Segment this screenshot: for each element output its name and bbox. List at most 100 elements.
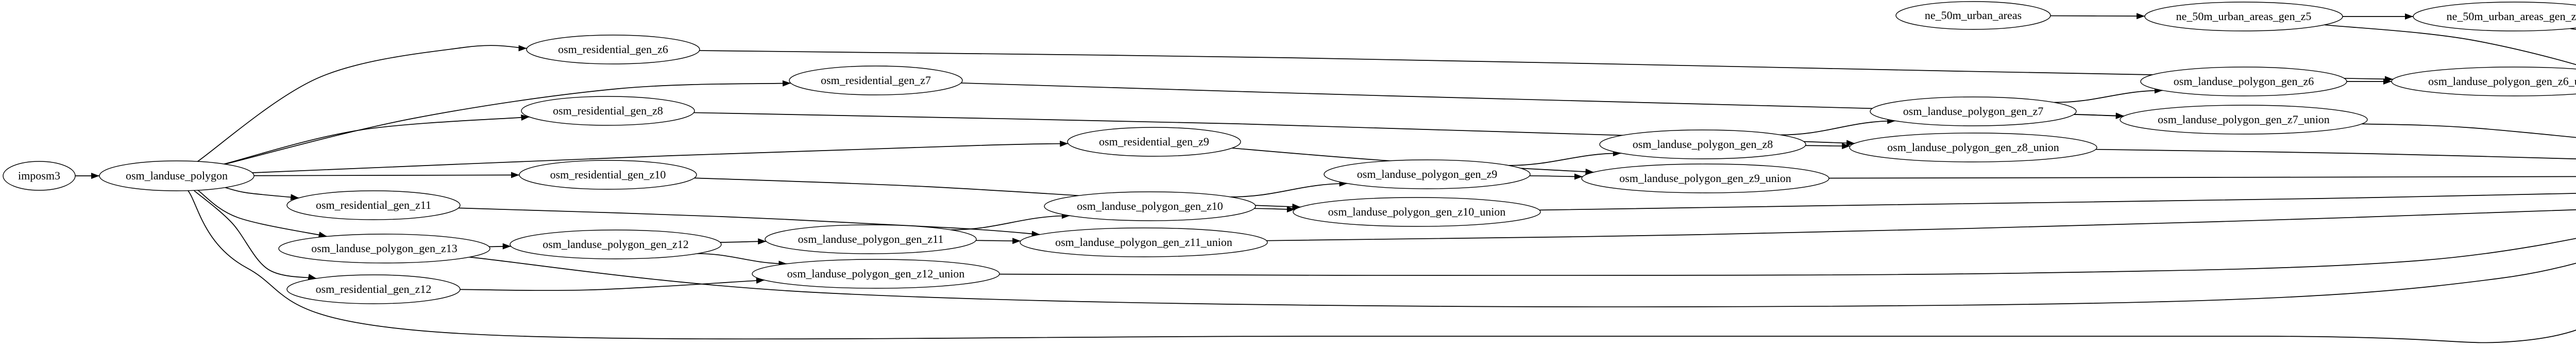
edge-osm_landuse_polygon_gen_z10-to-osm_landuse_polygon_gen_z9	[1230, 183, 1348, 198]
edge-osm_landuse_polygon_gen_z10_union-to-layer-z10	[1539, 193, 2576, 211]
node-label: osm_residential_gen_z12	[316, 283, 432, 295]
node-ellipse	[526, 35, 700, 64]
node-osm-landuse-polygon-gen-z9: osm_landuse_polygon_gen_z9	[1324, 159, 1531, 189]
edge-osm_landuse_polygon-to-osm_landuse_polygon_gen_z13	[197, 190, 327, 237]
node-label: osm_residential_gen_z6	[558, 43, 668, 56]
edge-osm_landuse_polygon_gen_z13-to-osm_landuse_polygon_gen_z12-arrowhead	[502, 243, 511, 250]
node-ellipse	[286, 190, 461, 220]
edge-ne_50m_urban_areas_gen_z5-to-layer-z5	[2324, 24, 2576, 65]
node-ellipse	[1293, 197, 1541, 227]
edge-osm_landuse_polygon_gen_z8-to-osm_landuse_polygon_gen_z7	[1780, 120, 1896, 136]
edge-osm_landuse_polygon_gen_z10-to-osm_landuse_polygon_gen_z10_union-arrowhead	[1286, 206, 1295, 212]
edge-osm_landuse_polygon_gen_z7_union-to-layer-z7	[2362, 123, 2576, 138]
node-ellipse	[1849, 133, 2097, 162]
node-ellipse	[286, 274, 461, 304]
edge-osm_residential_gen_z9-to-osm_landuse_polygon_gen_z9_union-arrowhead	[1585, 169, 1594, 175]
edge-osm_landuse_polygon_gen_z9_union-to-layer-z9	[1828, 176, 2576, 179]
node-label: ne_50m_urban_areas_gen_z4	[2447, 10, 2576, 23]
node-ellipse	[1895, 1, 2051, 30]
edge-osm_landuse_polygon_gen_z7-to-osm_landuse_polygon_gen_z6	[2054, 90, 2163, 103]
node-osm-residential-gen-z10: osm_residential_gen_z10	[519, 160, 697, 190]
node-label: osm_residential_gen_z8	[553, 104, 663, 117]
edge-osm_landuse_polygon-to-osm_residential_gen_z10-arrowhead	[511, 172, 520, 178]
node-ellipse	[2391, 67, 2576, 96]
node-osm-residential-gen-z12: osm_residential_gen_z12	[286, 274, 461, 304]
edge-osm_landuse_polygon-to-osm_residential_gen_z9	[252, 143, 1069, 173]
node-ellipse	[1044, 191, 1256, 221]
node-ellipse	[1581, 163, 1829, 193]
edge-osm_landuse_polygon-to-osm_residential_gen_z6	[197, 45, 527, 162]
edge-osm_residential_gen_z10-to-osm_landuse_polygon_gen_z10_union-arrowhead	[1292, 203, 1301, 210]
node-ne-50m-urban-areas-gen-z4: ne_50m_urban_areas_gen_z4	[2413, 2, 2576, 31]
node-osm-landuse-polygon-gen-z7: osm_landuse_polygon_gen_z7	[1870, 96, 2077, 126]
edge-osm_landuse_polygon_gen_z12_union-to-layer-z12	[999, 238, 2576, 276]
edge-osm_landuse_polygon_gen_z11-to-osm_landuse_polygon_gen_z10	[951, 215, 1070, 231]
node-osm-landuse-polygon-gen-z9-union: osm_landuse_polygon_gen_z9_union	[1581, 163, 1829, 193]
node-ellipse	[765, 224, 977, 254]
node-label: ne_50m_urban_areas	[1925, 9, 2022, 22]
edge-osm_landuse_polygon_gen_z13-to-layer-z13	[469, 256, 2576, 307]
node-ellipse	[278, 234, 490, 264]
edge-osm_landuse_polygon_gen_z9-to-osm_landuse_polygon_gen_z8	[1509, 153, 1621, 166]
node-osm-residential-gen-z8: osm_residential_gen_z8	[521, 96, 695, 126]
edge-osm_landuse_polygon-to-osm_residential_gen_z11	[225, 187, 299, 199]
edge-osm_landuse_polygon-to-osm_residential_gen_z7-arrowhead	[782, 80, 791, 87]
node-label: osm_residential_gen_z11	[316, 199, 431, 211]
edge-osm_landuse_polygon-to-layer-z14+	[188, 190, 2576, 343]
edge-osm_landuse_polygon-to-osm_residential_gen_z12	[193, 190, 317, 279]
node-ellipse	[519, 160, 697, 190]
node-label: osm_landuse_polygon_gen_z11_union	[1055, 236, 1232, 249]
node-ellipse	[789, 65, 963, 95]
node-ellipse	[510, 229, 722, 259]
node-label: osm_landuse_polygon_gen_z7_union	[2158, 113, 2330, 126]
node-label: osm_landuse_polygon_gen_z12_union	[787, 267, 965, 280]
edge-ne_50m_urban_areas_gen_z5-to-ne_50m_urban_areas_gen_z4-arrowhead	[2405, 13, 2413, 20]
node-ellipse	[2120, 105, 2368, 135]
edge-osm_landuse_polygon-to-osm_residential_gen_z6-arrowhead	[518, 45, 527, 52]
node-ellipse	[521, 96, 695, 126]
node-label: osm_landuse_polygon_gen_z13	[311, 242, 457, 255]
node-label: osm_residential_gen_z10	[550, 168, 666, 181]
node-label: osm_landuse_polygon_gen_z11	[798, 233, 944, 245]
node-osm-landuse-polygon-gen-z12: osm_landuse_polygon_gen_z12	[510, 229, 722, 259]
edge-osm_landuse_polygon_gen_z8-to-osm_landuse_polygon_gen_z8_union-arrowhead	[1842, 143, 1851, 150]
node-label: osm_landuse_polygon_gen_z10_union	[1328, 205, 1506, 218]
node-osm-landuse-polygon-gen-z10: osm_landuse_polygon_gen_z10	[1044, 191, 1256, 221]
node-osm-landuse-polygon-gen-z6-union: osm_landuse_polygon_gen_z6_union	[2391, 67, 2576, 96]
node-osm-landuse-polygon-gen-z6: osm_landuse_polygon_gen_z6	[2140, 67, 2347, 96]
edge-osm_landuse_polygon-to-osm_residential_gen_z9-arrowhead	[1060, 140, 1069, 147]
node-imposm3: imposm3	[3, 161, 76, 191]
node-ellipse	[2413, 2, 2576, 31]
node-label: imposm3	[18, 169, 60, 182]
edge-osm_landuse_polygon-to-osm_residential_gen_z7	[225, 83, 791, 165]
node-ne-50m-urban-areas: ne_50m_urban_areas	[1895, 1, 2051, 30]
node-osm-landuse-polygon-gen-z13: osm_landuse_polygon_gen_z13	[278, 234, 490, 264]
node-ellipse	[1599, 129, 1806, 159]
node-osm-landuse-polygon-gen-z7-union: osm_landuse_polygon_gen_z7_union	[2120, 105, 2368, 135]
node-label: osm_residential_gen_z7	[821, 74, 931, 87]
node-label: osm_landuse_polygon_gen_z7	[1903, 105, 2044, 118]
node-osm-landuse-polygon-gen-z10-union: osm_landuse_polygon_gen_z10_union	[1293, 197, 1541, 227]
edge-imposm3-to-osm_landuse_polygon-arrowhead	[91, 173, 99, 179]
node-osm-residential-gen-z11: osm_residential_gen_z11	[286, 190, 461, 220]
node-label: osm_landuse_polygon_gen_z8_union	[1887, 141, 2059, 154]
node-ellipse	[1324, 159, 1531, 189]
node-osm-landuse-polygon-gen-z11: osm_landuse_polygon_gen_z11	[765, 224, 977, 254]
edge-osm_residential_gen_z7-to-osm_landuse_polygon_gen_z7_union-arrowhead	[2115, 112, 2124, 119]
node-label: ne_50m_urban_areas_gen_z5	[2176, 10, 2312, 23]
node-osm-landuse-polygon-gen-z8: osm_landuse_polygon_gen_z8	[1599, 129, 1806, 159]
node-label: osm_landuse_polygon_gen_z12	[543, 238, 689, 251]
node-label: osm_landuse_polygon_gen_z6	[2174, 75, 2314, 88]
node-ellipse	[99, 160, 255, 191]
edge-osm_landuse_polygon_gen_z12-to-osm_landuse_polygon_gen_z12_union	[697, 253, 787, 265]
node-osm-landuse-polygon: osm_landuse_polygon	[99, 160, 255, 191]
edge-osm_residential_gen_z6-to-osm_landuse_polygon_gen_z6_union-arrowhead	[2384, 76, 2393, 83]
edge-osm_landuse_polygon_gen_z12-to-osm_landuse_polygon_gen_z11-arrowhead	[758, 238, 767, 245]
node-ellipse	[2144, 2, 2343, 31]
node-label: osm_landuse_polygon_gen_z6_union	[2428, 75, 2576, 88]
node-label: osm_landuse_polygon	[126, 169, 228, 182]
node-label: osm_residential_gen_z9	[1099, 135, 1209, 148]
node-ellipse	[752, 259, 1000, 289]
edge-osm_landuse_polygon-to-osm_residential_gen_z11-arrowhead	[290, 194, 299, 201]
